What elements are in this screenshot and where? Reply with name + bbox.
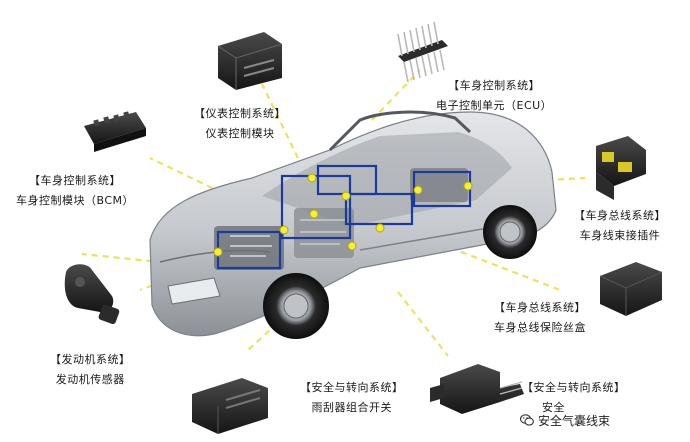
label-ecu: 【车身控制系统】 电子控制单元（ECU） [436, 78, 552, 113]
label-wiper-category: 【安全与转向系统】 [300, 381, 404, 394]
label-harness: 【车身总线系统】 车身线束接插件 [574, 208, 666, 243]
label-engine-category: 【发动机系统】 [50, 353, 131, 366]
wechat-icon [520, 414, 534, 426]
terminal-block-icon [84, 111, 146, 152]
label-airbag-name: 安全 [542, 401, 565, 414]
switch-connector-icon [192, 378, 268, 434]
relay-connector-icon [596, 136, 646, 200]
pin-header-icon [397, 21, 448, 83]
label-ecu-category: 【车身控制系统】 [448, 79, 541, 92]
airbag-connector-icon [430, 364, 524, 414]
label-ecu-name: 电子控制单元（ECU） [436, 99, 553, 112]
label-bcm: 【车身控制系统】 车身控制模块（BCM） [16, 173, 134, 208]
label-cluster-category: 【仪表控制系统】 [194, 107, 286, 120]
label-engine-name: 发动机传感器 [55, 373, 125, 386]
label-fusebox-name: 车身总线保险丝盒 [494, 321, 586, 334]
label-engine: 【发动机系统】 发动机传感器 [50, 352, 131, 387]
label-bcm-name: 车身控制模块（BCM） [16, 194, 135, 207]
label-harness-category: 【车身总线系统】 [574, 209, 666, 222]
label-cluster: 【仪表控制系统】 仪表控制模块 [194, 106, 286, 141]
fuse-box-icon [599, 262, 663, 316]
sensor-icon [64, 264, 120, 325]
watermark: 安全气囊线束 [520, 412, 610, 429]
ray-bcm [149, 157, 263, 213]
watermark-text: 安全气囊线束 [538, 414, 611, 428]
label-wiper: 【安全与转向系统】 雨刮器组合开关 [300, 380, 404, 415]
label-harness-name: 车身线束接插件 [579, 229, 661, 242]
connection-nodes [213, 173, 473, 257]
connector-icon [217, 32, 283, 90]
ray-airbag [397, 291, 449, 357]
label-wiper-name: 雨刮器组合开关 [311, 401, 392, 414]
label-airbag: 【安全与转向系统】 安全 [522, 380, 626, 415]
label-fusebox: 【车身总线系统】 车身总线保险丝盒 [494, 300, 586, 335]
label-bcm-category: 【车身控制系统】 [29, 174, 122, 187]
ray-cluster [261, 83, 299, 159]
label-fusebox-category: 【车身总线系统】 [494, 301, 586, 314]
label-cluster-name: 仪表控制模块 [205, 127, 275, 140]
ray-ecu [371, 69, 421, 121]
label-airbag-category: 【安全与转向系统】 [522, 381, 626, 394]
